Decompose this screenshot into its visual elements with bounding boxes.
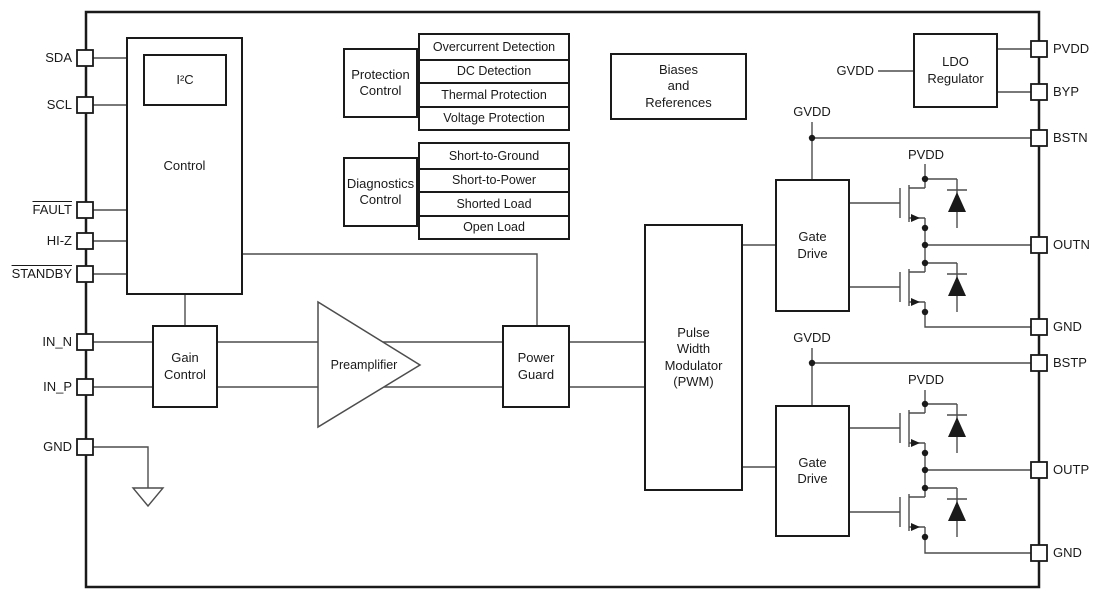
net-label-gvdd-p: GVDD <box>793 330 831 345</box>
pin-label-standby: STANDBY <box>11 266 72 281</box>
pin-square-gnd-left <box>76 438 94 456</box>
chip-boundary <box>84 10 1041 589</box>
protection-item: Overcurrent Detection <box>432 39 556 54</box>
preamplifier-triangle <box>317 300 422 429</box>
diagnostics-item: Short-to-Power <box>420 167 568 192</box>
pin-label-bstn: BSTN <box>1053 130 1088 145</box>
net-label-gvdd-n: GVDD <box>793 104 831 119</box>
ground-symbol-icon <box>131 487 165 508</box>
pin-square-outn <box>1030 236 1048 254</box>
net-label-gvdd-ldo: GVDD <box>836 63 874 78</box>
net-label-pvdd-n: PVDD <box>907 147 945 162</box>
pin-square-bstp <box>1030 354 1048 372</box>
power-guard-block: Power Guard <box>502 325 570 408</box>
pin-label-in-p: IN_P <box>43 379 72 394</box>
pin-label-in-n: IN_N <box>42 334 72 349</box>
pin-square-in-p <box>76 378 94 396</box>
gain-control-block: Gain Control <box>152 325 218 408</box>
high-side-fet-outp <box>849 400 968 457</box>
protection-control-block: Protection Control <box>343 48 418 118</box>
gate-drive-p-label: Gate Drive <box>797 454 828 486</box>
i2c-label: I²C <box>176 71 194 87</box>
pin-label-bstp: BSTP <box>1053 355 1087 370</box>
pin-label-gnd-n: GND <box>1053 319 1082 334</box>
junction-dot <box>808 134 816 142</box>
pin-label-scl: SCL <box>46 97 72 112</box>
diagnostics-item: Shorted Load <box>420 191 568 215</box>
preamplifier-label: Preamplifier <box>330 358 398 372</box>
pin-label-gnd-p: GND <box>1053 545 1082 560</box>
pin-label-sda: SDA <box>45 50 72 65</box>
low-side-fet-outp <box>849 484 968 541</box>
pin-label-outp: OUTP <box>1053 462 1090 477</box>
pin-square-standby <box>76 265 94 283</box>
gain-control-label: Gain Control <box>164 350 206 382</box>
pin-square-gnd-p <box>1030 544 1048 562</box>
pwm-block: Pulse Width Modulator (PWM) <box>644 224 743 491</box>
pin-square-bstn <box>1030 129 1048 147</box>
pin-square-byp <box>1030 83 1048 101</box>
pin-label-hiz: HI-Z <box>46 233 72 248</box>
protection-item: Thermal Protection <box>420 82 568 106</box>
control-label: Control <box>163 157 206 173</box>
biases-references-label: Biases and References <box>645 62 712 110</box>
pin-label-pvdd: PVDD <box>1053 41 1090 56</box>
ldo-regulator-block: LDO Regulator <box>913 33 998 108</box>
gate-drive-block-p: Gate Drive <box>775 405 850 537</box>
pin-label-gnd-left: GND <box>43 439 72 454</box>
gate-drive-block-n: Gate Drive <box>775 179 850 312</box>
i2c-block: I²C <box>143 54 227 106</box>
biases-references-block: Biases and References <box>610 53 747 120</box>
net-label-pvdd-p: PVDD <box>907 372 945 387</box>
pin-square-sda <box>76 49 94 67</box>
pwm-label: Pulse Width Modulator (PWM) <box>664 325 723 389</box>
pin-square-pvdd <box>1030 40 1048 58</box>
junction-dot <box>921 241 929 249</box>
pin-square-gnd-n <box>1030 318 1048 336</box>
pin-label-fault: FAULT <box>32 202 73 217</box>
protection-item: Voltage Protection <box>420 105 568 130</box>
pin-square-fault <box>76 201 94 219</box>
gate-drive-n-label: Gate Drive <box>797 229 828 261</box>
ldo-regulator-label: LDO Regulator <box>927 54 984 86</box>
protection-item: DC Detection <box>420 58 568 83</box>
protection-list: Overcurrent Detection DC Detection Therm… <box>418 33 570 131</box>
junction-dot <box>921 466 929 474</box>
pin-label-byp: BYP <box>1053 84 1080 99</box>
diagnostics-control-label: Diagnostics Control <box>346 175 415 207</box>
pin-square-in-n <box>76 333 94 351</box>
pin-square-hiz <box>76 232 94 250</box>
diagnostics-list: Short-to-Ground Short-to-Power Shorted L… <box>418 142 570 240</box>
diagnostics-control-block: Diagnostics Control <box>343 157 418 227</box>
power-guard-label: Power Guard <box>517 350 555 382</box>
low-side-fet-outn <box>849 259 968 316</box>
pin-label-outn: OUTN <box>1053 237 1090 252</box>
protection-control-label: Protection Control <box>351 66 410 98</box>
diagnostics-item: Short-to-Ground <box>448 148 540 163</box>
diagnostics-item: Open Load <box>420 214 568 239</box>
junction-dot <box>808 359 816 367</box>
pin-square-scl <box>76 96 94 114</box>
high-side-fet-outn <box>849 175 968 232</box>
pin-square-outp <box>1030 461 1048 479</box>
